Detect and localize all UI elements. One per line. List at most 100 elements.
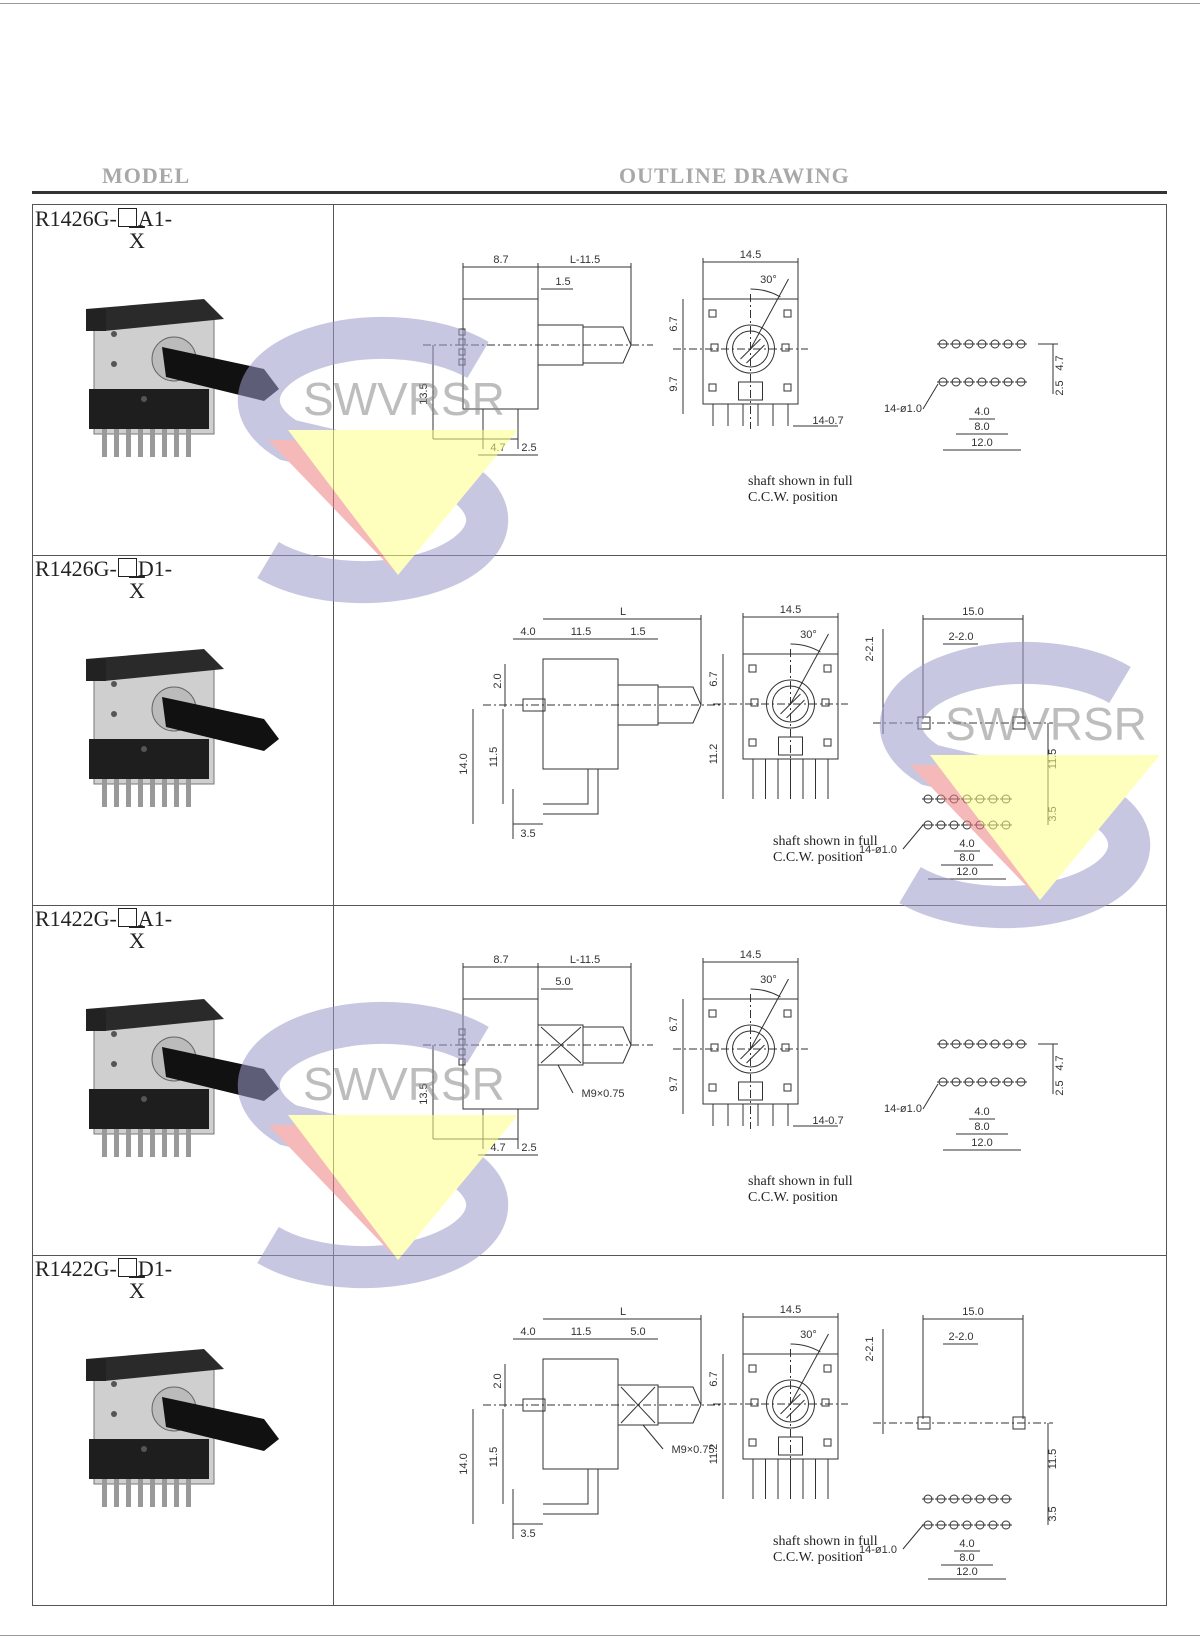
terminal-mark — [458, 358, 466, 366]
dimension-label: 4.7 — [490, 442, 505, 454]
terminal-mark — [522, 698, 546, 712]
terminal-pin — [162, 1129, 167, 1157]
shaft-flat — [746, 1044, 765, 1064]
shaft-note-line-2: C.C.W. position — [748, 490, 838, 505]
dimension-label: 8.0 — [974, 1121, 989, 1133]
front-view-drawing: 14.530°6.711.2 — [708, 1304, 848, 1499]
terminal-pin — [138, 1129, 143, 1157]
product-photo — [86, 649, 279, 807]
terminal-pin — [174, 1479, 179, 1507]
mount-hole — [708, 1083, 717, 1092]
mount-hole — [708, 383, 717, 392]
model-number: R1426G-A1-X — [35, 207, 172, 253]
row-divider — [33, 1255, 1166, 1256]
dimension-label: 6.7 — [708, 671, 720, 686]
dimension-label: 4.0 — [520, 626, 535, 638]
terminal-notch — [738, 1081, 763, 1101]
top-cap-side — [86, 1009, 106, 1031]
terminal-pin — [150, 429, 155, 457]
dimension-label: 4.7 — [490, 1142, 505, 1154]
dimension-label: 4.0 — [959, 838, 974, 850]
terminal-pin — [126, 1479, 131, 1507]
dimension-label: 14-ø1.0 — [884, 403, 922, 415]
shaft-flat — [746, 344, 765, 364]
outline-drawing-column-header: OUTLINE DRAWING — [619, 163, 850, 188]
model-placeholder-box — [117, 908, 137, 927]
dimension-label: 12.0 — [956, 1566, 977, 1578]
terminal-mark — [458, 1058, 466, 1066]
dimension-label: 14.0 — [458, 1453, 470, 1474]
dimension-label: 4.7 — [1054, 355, 1066, 370]
leader-line — [922, 1083, 939, 1110]
mount-hole — [783, 309, 792, 318]
terminal-mark — [458, 1028, 466, 1036]
angle-line — [750, 978, 789, 1050]
dimension-label: 3.5 — [1047, 1506, 1059, 1521]
product-photo — [86, 1349, 279, 1507]
dimension-label: 2.5 — [1054, 380, 1066, 395]
dimension-label: 14.5 — [780, 1304, 801, 1316]
angle-arc — [750, 288, 781, 298]
bottom-rule — [0, 1635, 1200, 1636]
model-prefix: R1422G- — [35, 1256, 117, 1281]
body-outline — [462, 998, 539, 1110]
dimension-label: 11.5 — [571, 626, 592, 638]
bottom-section — [89, 739, 209, 779]
mount-hole — [708, 309, 717, 318]
angle-label: 30° — [760, 974, 777, 986]
terminal-pin — [150, 779, 155, 807]
dimension-label: 2-2.1 — [864, 1336, 876, 1361]
dimension-label: 14-0.7 — [812, 1115, 843, 1127]
dimension-label: 2.0 — [492, 1373, 504, 1388]
dimension-label: 2-2.1 — [864, 636, 876, 661]
dimension-label: 12.0 — [971, 437, 992, 449]
top-rule — [0, 3, 1200, 4]
screw — [141, 396, 147, 402]
terminal-pin — [114, 1479, 119, 1507]
dimension-label: 14.5 — [740, 249, 761, 261]
dimension-label: 14.5 — [780, 604, 801, 616]
body-outline — [542, 658, 619, 770]
dimension-label: 12.0 — [956, 866, 977, 878]
terminal-pin — [186, 1129, 191, 1157]
mount-hole — [710, 1043, 719, 1052]
shaft-note-line-2: C.C.W. position — [773, 850, 863, 865]
screw — [111, 681, 117, 687]
bottom-section — [89, 389, 209, 429]
bushing-outline — [537, 324, 584, 366]
leader-line — [922, 383, 939, 410]
thread-label: M9×0.75 — [671, 1444, 714, 1456]
dimension-label: 8.7 — [493, 954, 508, 966]
mount-hole — [823, 738, 832, 747]
potentiometer-photo — [86, 299, 279, 457]
dimension-label: 3.5 — [520, 828, 535, 840]
dimension-label: 8.7 — [493, 254, 508, 266]
terminal-pin — [138, 429, 143, 457]
angle-label: 30° — [800, 1329, 817, 1341]
front-view-drawing: 14.530°6.79.714-0.7 — [668, 949, 844, 1129]
screw — [111, 1061, 117, 1067]
shaft — [162, 1397, 279, 1451]
mount-hole — [750, 1398, 759, 1407]
mount-hole — [783, 1083, 792, 1092]
terminal-pin — [102, 429, 107, 457]
top-cap — [86, 999, 224, 1031]
dimension-label: L-11.5 — [570, 954, 600, 966]
terminal-pin — [102, 1479, 107, 1507]
terminal-mark — [458, 1038, 466, 1046]
mount-hole — [710, 343, 719, 352]
terminal-pin — [114, 429, 119, 457]
mount-hole — [783, 383, 792, 392]
dimension-label: 8.0 — [959, 852, 974, 864]
dimension-label: 6.7 — [668, 1016, 680, 1031]
dimension-label: 4.0 — [974, 1106, 989, 1118]
terminal-pin — [162, 429, 167, 457]
terminal-pin — [174, 779, 179, 807]
front-view-drawing: 14.530°6.711.2 — [708, 604, 848, 799]
